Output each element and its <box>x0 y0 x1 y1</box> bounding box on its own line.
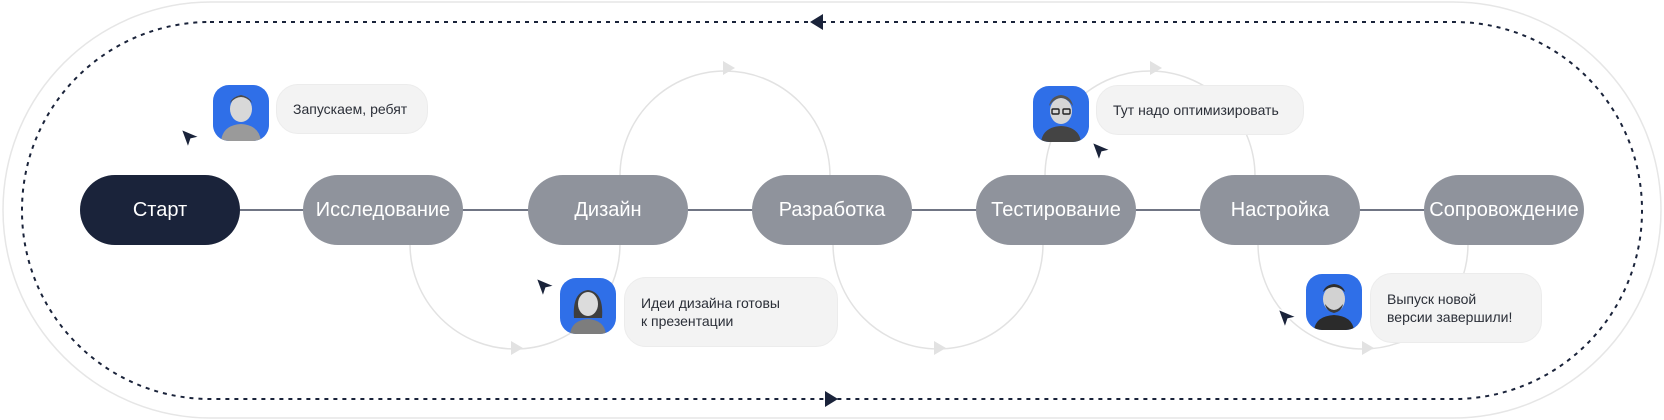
arc-arrow-2 <box>723 61 735 75</box>
stage-support[interactable]: Сопровождение <box>1424 175 1584 245</box>
stage-testing[interactable]: Тестирование <box>976 175 1136 245</box>
comment-text: Запускаем, ребят <box>293 101 408 117</box>
stage-testing-label: Тестирование <box>991 198 1121 221</box>
person-icon <box>1041 95 1081 142</box>
cursor-icon <box>1090 140 1114 164</box>
arc-arrow-3 <box>934 341 946 355</box>
stage-development-label: Разработка <box>778 198 886 221</box>
comment-bubble: Выпуск новой версии завершили! <box>1370 273 1542 343</box>
cursor-icon <box>179 127 203 151</box>
arc-arrow-5 <box>1362 341 1374 355</box>
stage-development[interactable]: Разработка <box>752 175 912 245</box>
stage-start-label: Старт <box>132 198 188 221</box>
comment-text: Идеи дизайна готовы к презентации <box>641 295 780 329</box>
comment-bubble: Идеи дизайна готовы к презентации <box>624 277 838 347</box>
cursor-icon <box>1276 307 1300 331</box>
stage-support-label: Сопровождение <box>1429 198 1579 221</box>
stage-research-label: Исследование <box>315 198 451 221</box>
stage-design[interactable]: Дизайн <box>528 175 688 245</box>
stage-design-label: Дизайн <box>574 198 642 221</box>
avatar <box>213 85 269 141</box>
loop-arrow-bottom <box>825 391 838 407</box>
comment-bubble: Тут надо оптимизировать <box>1096 85 1304 135</box>
cursor-icon <box>534 276 558 300</box>
stage-research[interactable]: Исследование <box>303 175 463 245</box>
avatar <box>560 278 616 334</box>
comment-text: Выпуск новой версии завершили! <box>1387 291 1513 325</box>
person-icon <box>570 290 606 334</box>
person-icon <box>1314 284 1354 330</box>
stage-start[interactable]: Старт <box>80 175 240 245</box>
arc-arrow-1 <box>511 341 523 355</box>
arc-development-testing <box>832 243 1044 350</box>
loop-arrow-top <box>810 14 823 30</box>
person-icon <box>221 95 261 141</box>
comment-text: Тут надо оптимизировать <box>1113 102 1279 118</box>
avatar <box>1033 86 1089 142</box>
avatar <box>1306 274 1362 330</box>
stage-setup[interactable]: Настройка <box>1200 175 1360 245</box>
arc-design-development <box>619 70 831 177</box>
stage-setup-label: Настройка <box>1230 198 1330 221</box>
arc-arrow-4 <box>1150 61 1162 75</box>
comment-bubble: Запускаем, ребят <box>276 84 428 134</box>
